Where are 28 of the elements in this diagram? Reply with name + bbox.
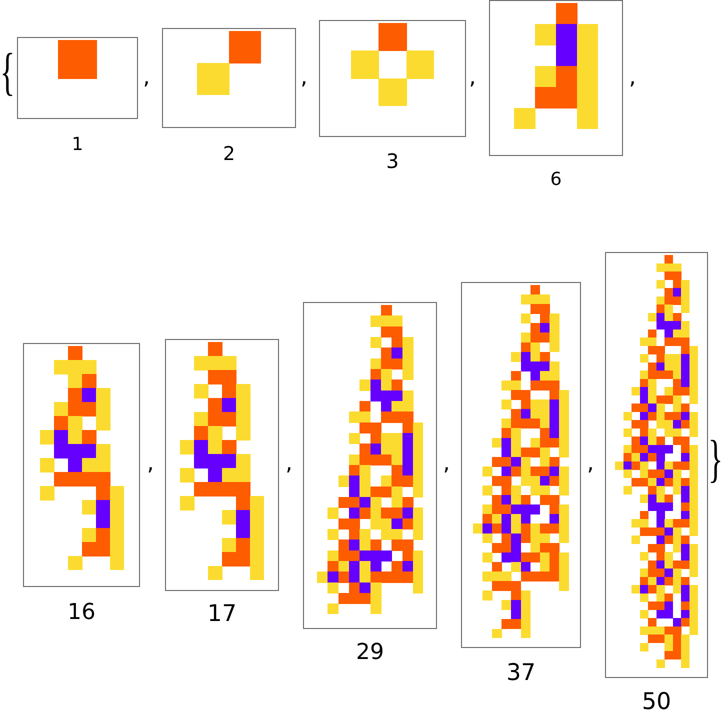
framed-panel — [319, 20, 466, 137]
framed-panel — [605, 252, 708, 678]
framed-panel — [461, 282, 581, 648]
comma: , — [286, 453, 292, 475]
comma: , — [629, 67, 636, 89]
framed-panel — [303, 302, 437, 629]
step-number: 50 — [642, 691, 672, 714]
step-number: 17 — [207, 603, 237, 626]
opening-brace: { — [0, 47, 15, 99]
comma: , — [587, 453, 594, 475]
framed-panel — [17, 37, 138, 119]
step-number: 6 — [550, 171, 562, 189]
step-number: 29 — [356, 642, 384, 664]
comma: , — [300, 67, 308, 89]
step-number: 2 — [222, 145, 236, 164]
closing-brace: } — [708, 434, 723, 486]
framed-panel — [165, 339, 279, 591]
step-number: 1 — [72, 136, 84, 154]
step-number: 37 — [506, 662, 536, 685]
framed-panel — [489, 0, 623, 156]
framed-panel — [23, 343, 140, 587]
comma: , — [443, 453, 450, 475]
comma: , — [469, 67, 476, 89]
step-number: 3 — [386, 151, 399, 171]
comma: , — [147, 453, 154, 475]
step-number: 16 — [68, 602, 96, 624]
comma: , — [143, 67, 150, 89]
framed-panel — [162, 28, 296, 128]
